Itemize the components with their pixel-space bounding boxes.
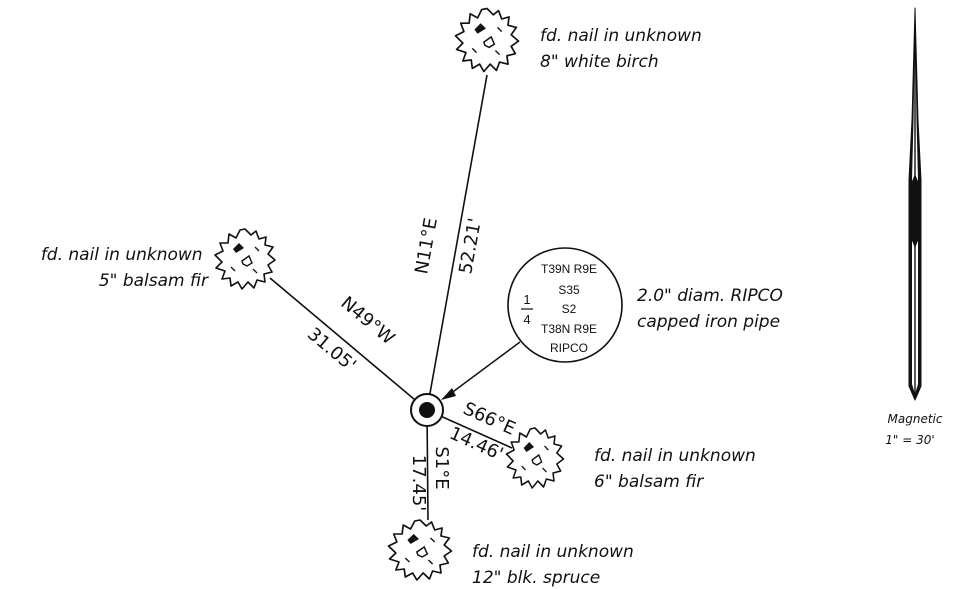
monument-line: S35 [558, 283, 580, 297]
monument-line: T39N R9E [541, 262, 597, 276]
north-arrow-label: Magnetic [888, 412, 943, 426]
tie-line-nw [426, 74, 488, 411]
tree-note-s: fd. nail in unknown 12" blk. spruce [472, 542, 639, 588]
tree-icon [454, 7, 520, 73]
quarter-fraction-numerator: 1 [523, 292, 530, 307]
monument-circle: T39N R9E S35 S2 T38N R9E RIPCO 1 4 [507, 247, 623, 363]
tie-line-w [269, 277, 428, 411]
monument-description: 2.0" diam. RIPCO capped iron pipe [637, 286, 788, 332]
monument-line: T38N R9E [541, 322, 597, 336]
map-scale: 1" = 30' [885, 433, 934, 447]
tie-distance-w: 31.05' [303, 324, 360, 376]
tree-note-w: fd. nail in unknown 5" balsam fir [41, 245, 209, 291]
leader-arrow [441, 341, 521, 400]
corner-monument-icon [410, 393, 444, 427]
tree-note-nw: fd. nail in unknown 8" white birch [540, 26, 707, 72]
quarter-fraction-denominator: 4 [523, 312, 530, 327]
tree-icon [505, 427, 565, 489]
tie-line-s [426, 409, 429, 521]
tie-bearing-s: S1°E [431, 446, 452, 489]
tree-note-se: fd. nail in unknown 6" balsam fir [594, 446, 761, 492]
north-arrow-icon [908, 7, 922, 401]
tree-icon [214, 228, 276, 290]
tree-icon [387, 519, 453, 581]
monument-line: S2 [562, 302, 577, 316]
tie-bearing-w: N49°W [337, 292, 399, 349]
monument-line: RIPCO [550, 341, 588, 355]
tie-distance-s: 17.45' [408, 455, 429, 511]
tie-bearing-nw: N11°E [411, 216, 442, 276]
